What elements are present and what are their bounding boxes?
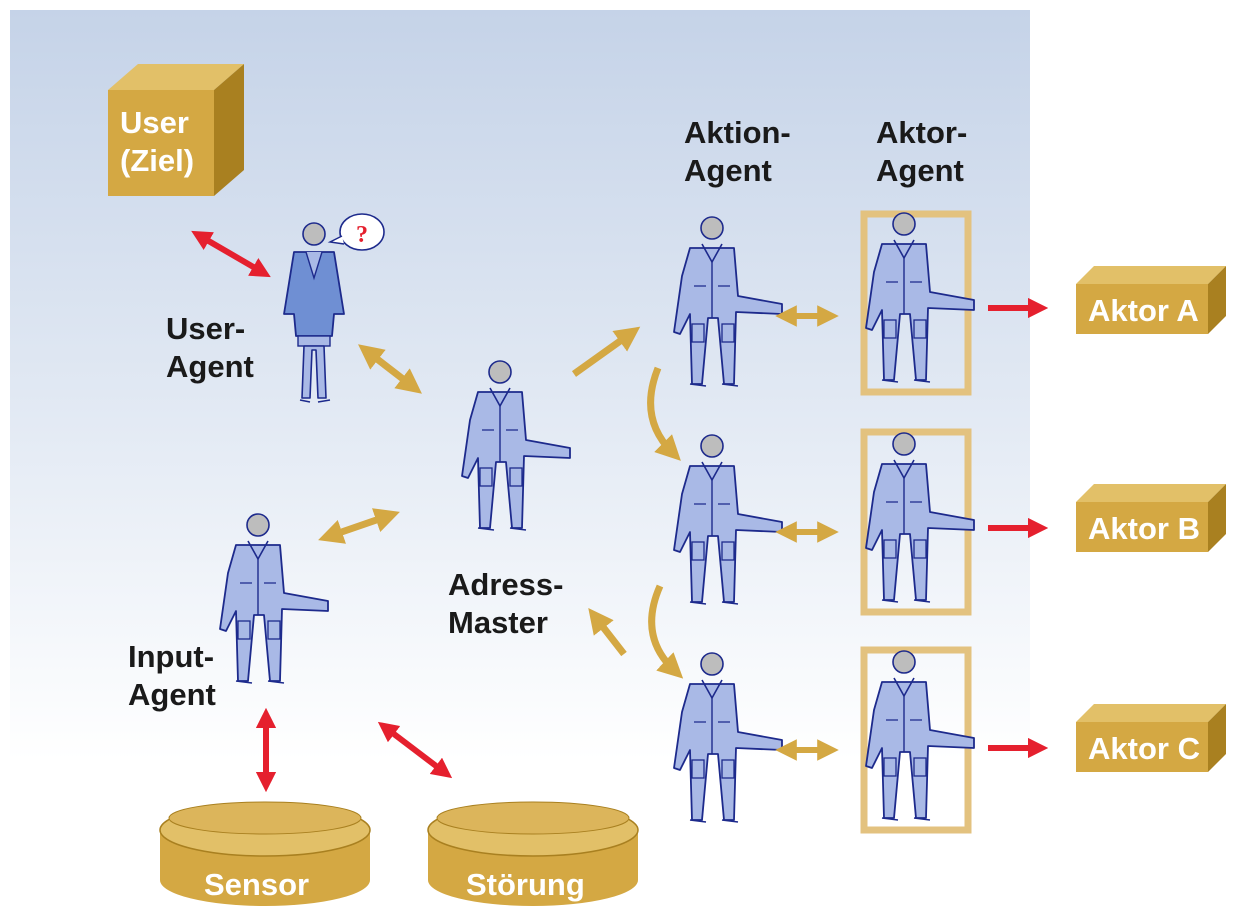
aktor-agent-line2: Agent [876, 153, 964, 188]
user-box-line1: User [120, 105, 189, 140]
stoerung-label: Störung [466, 867, 585, 902]
arrow-aktion-master [588, 608, 627, 657]
user-box-line2: (Ziel) [120, 143, 195, 178]
adress-master-line2: Master [448, 605, 548, 640]
user-agent-line2: Agent [166, 349, 254, 384]
aktor-b-label: Aktor B [1088, 511, 1200, 546]
speech-bubble: ? [327, 213, 385, 251]
input-agent-label: Input- Agent [128, 638, 216, 714]
arrow-inputagent-stoerung [377, 721, 453, 779]
arrow-inputagent-master [318, 508, 400, 544]
stoerung-database [427, 801, 639, 906]
aktor-agent-header: Aktor- Agent [876, 114, 967, 190]
arrow-user-useragent [191, 230, 271, 278]
aktion-agent-header: Aktion- Agent [684, 114, 791, 190]
aktor-c-label: Aktor C [1088, 731, 1200, 766]
user-goal-box [108, 64, 244, 196]
aktor-agent-line1: Aktor- [876, 115, 968, 150]
aktor-a-label: Aktor A [1088, 293, 1199, 328]
arrow-master-aktion [571, 326, 641, 377]
input-agent-line1: Input- [128, 639, 215, 674]
curve-arrow-1 [647, 366, 681, 461]
user-agent-label: User- Agent [166, 310, 254, 386]
user-agent-line1: User- [166, 311, 246, 346]
sensor-database [159, 801, 371, 906]
curve-arrow-2 [648, 584, 684, 679]
aktion-agent-line1: Aktion- [684, 115, 791, 150]
user-box-label: User (Ziel) [120, 104, 194, 180]
sensor-label: Sensor [204, 867, 310, 902]
input-agent-line2: Agent [128, 677, 216, 712]
aktion-agent-line2: Agent [684, 153, 772, 188]
adress-master-line1: Adress- [448, 567, 564, 602]
speech-bubble-text: ? [356, 222, 368, 248]
adress-master-label: Adress- Master [448, 566, 563, 642]
arrow-useragent-master [358, 344, 422, 394]
